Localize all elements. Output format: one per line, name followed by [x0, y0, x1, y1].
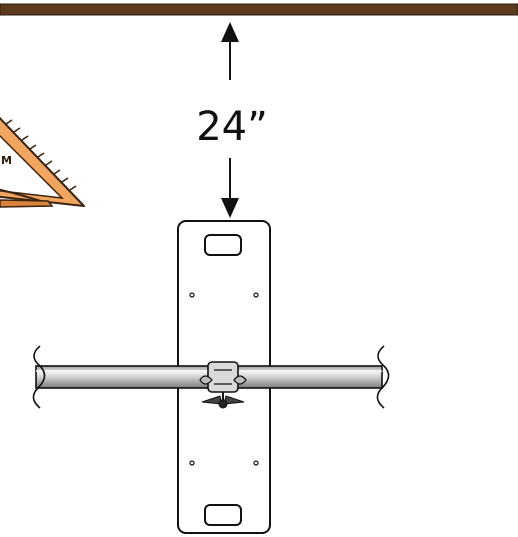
- dimension-label: 24”: [196, 104, 268, 150]
- dimension-arrow-up: [221, 22, 239, 80]
- screw-hole: [189, 460, 195, 466]
- gauge-letter: M: [1, 154, 12, 167]
- screw-hole: [253, 292, 259, 298]
- bottom-slot: [204, 504, 242, 526]
- ceiling-bar: [0, 3, 518, 16]
- dimension-arrow-down: [221, 158, 239, 218]
- gauge-teeth: [5, 119, 77, 191]
- screw-hole: [253, 460, 259, 466]
- screw-hole: [189, 292, 195, 298]
- break-mark-left: [32, 345, 46, 409]
- top-slot: [204, 234, 242, 256]
- angle-gauge: M: [0, 116, 85, 208]
- break-mark-right: [376, 345, 390, 409]
- wing-nut: [201, 392, 245, 409]
